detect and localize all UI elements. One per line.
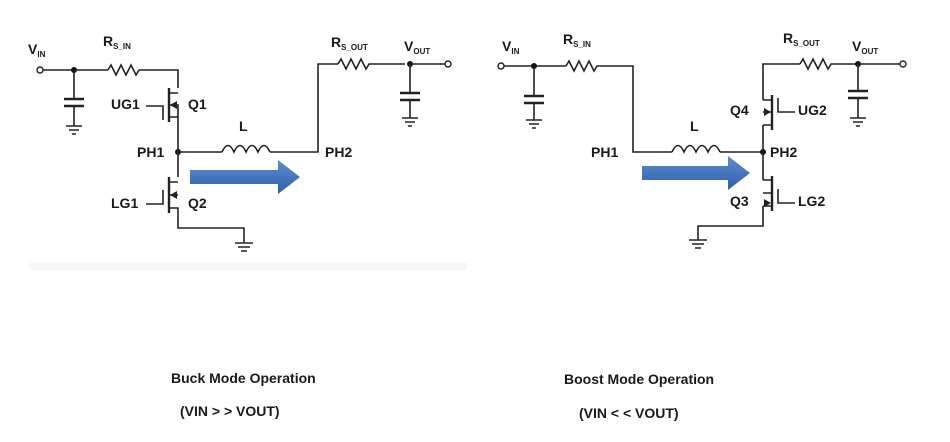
rs-out-label-right: RS_OUT — [783, 30, 820, 48]
rs-out-label-left: RS_OUT — [331, 34, 368, 52]
rs-out-resistor-icon — [799, 57, 857, 71]
ground-icon — [402, 101, 418, 127]
vout-terminal — [899, 60, 907, 68]
output-capacitor-icon — [400, 91, 420, 102]
vout-label-right: VOUT — [852, 38, 878, 56]
rs-in-resistor-icon — [107, 63, 140, 77]
boost-caption-title: Boost Mode Operation — [564, 371, 714, 387]
inductor-icon — [671, 144, 721, 154]
ground-icon — [526, 104, 542, 129]
q2-mosfet-icon — [170, 191, 177, 199]
rs-out-resistor-icon — [337, 57, 405, 71]
lg1-label: LG1 — [111, 195, 138, 211]
buck-caption-condition: (VIN > > VOUT) — [180, 403, 280, 419]
lg2-label: LG2 — [798, 193, 825, 209]
buck-caption-title: Buck Mode Operation — [171, 370, 316, 386]
input-capacitor-icon — [64, 97, 84, 108]
q4-mosfet-icon — [764, 108, 771, 116]
ph1-label-right: PH1 — [591, 144, 618, 160]
current-flow-arrow — [642, 156, 750, 190]
vin-label-right: VIN — [502, 38, 520, 56]
vin-terminal — [497, 62, 505, 70]
vin-terminal — [36, 66, 44, 74]
rs-in-label-right: RS_IN — [563, 31, 591, 49]
vout-label-left: VOUT — [404, 38, 430, 56]
vin-label-left: VIN — [28, 41, 46, 59]
ground-icon — [235, 242, 253, 252]
inductor-label-left: L — [239, 118, 248, 134]
vout-terminal — [444, 60, 452, 68]
ground-icon — [850, 99, 866, 127]
q3-label: Q3 — [730, 193, 749, 209]
buck-schematic — [36, 57, 452, 252]
rs-in-resistor-icon — [565, 59, 672, 153]
rs-in-label-left: RS_IN — [103, 33, 131, 51]
ph1-label-left: PH1 — [137, 144, 164, 160]
ground-icon — [66, 125, 82, 135]
ph2-label-right: PH2 — [770, 144, 797, 160]
q3-mosfet-icon — [764, 199, 771, 207]
ground-icon — [689, 239, 707, 249]
q2-label: Q2 — [188, 195, 207, 211]
q4-label: Q4 — [730, 102, 749, 118]
output-capacitor-icon — [848, 89, 868, 100]
panel-shadow — [30, 262, 467, 270]
current-flow-arrow — [190, 160, 300, 194]
q1-label: Q1 — [188, 96, 207, 112]
input-capacitor-icon — [524, 94, 544, 105]
ph2-label-left: PH2 — [325, 144, 352, 160]
q1-mosfet-icon — [170, 101, 177, 109]
inductor-label-right: L — [690, 118, 699, 134]
boost-caption-condition: (VIN < < VOUT) — [579, 405, 679, 421]
inductor-icon — [221, 144, 271, 154]
boost-schematic — [497, 57, 907, 249]
ug1-label: UG1 — [111, 96, 140, 112]
ug2-label: UG2 — [798, 102, 827, 118]
